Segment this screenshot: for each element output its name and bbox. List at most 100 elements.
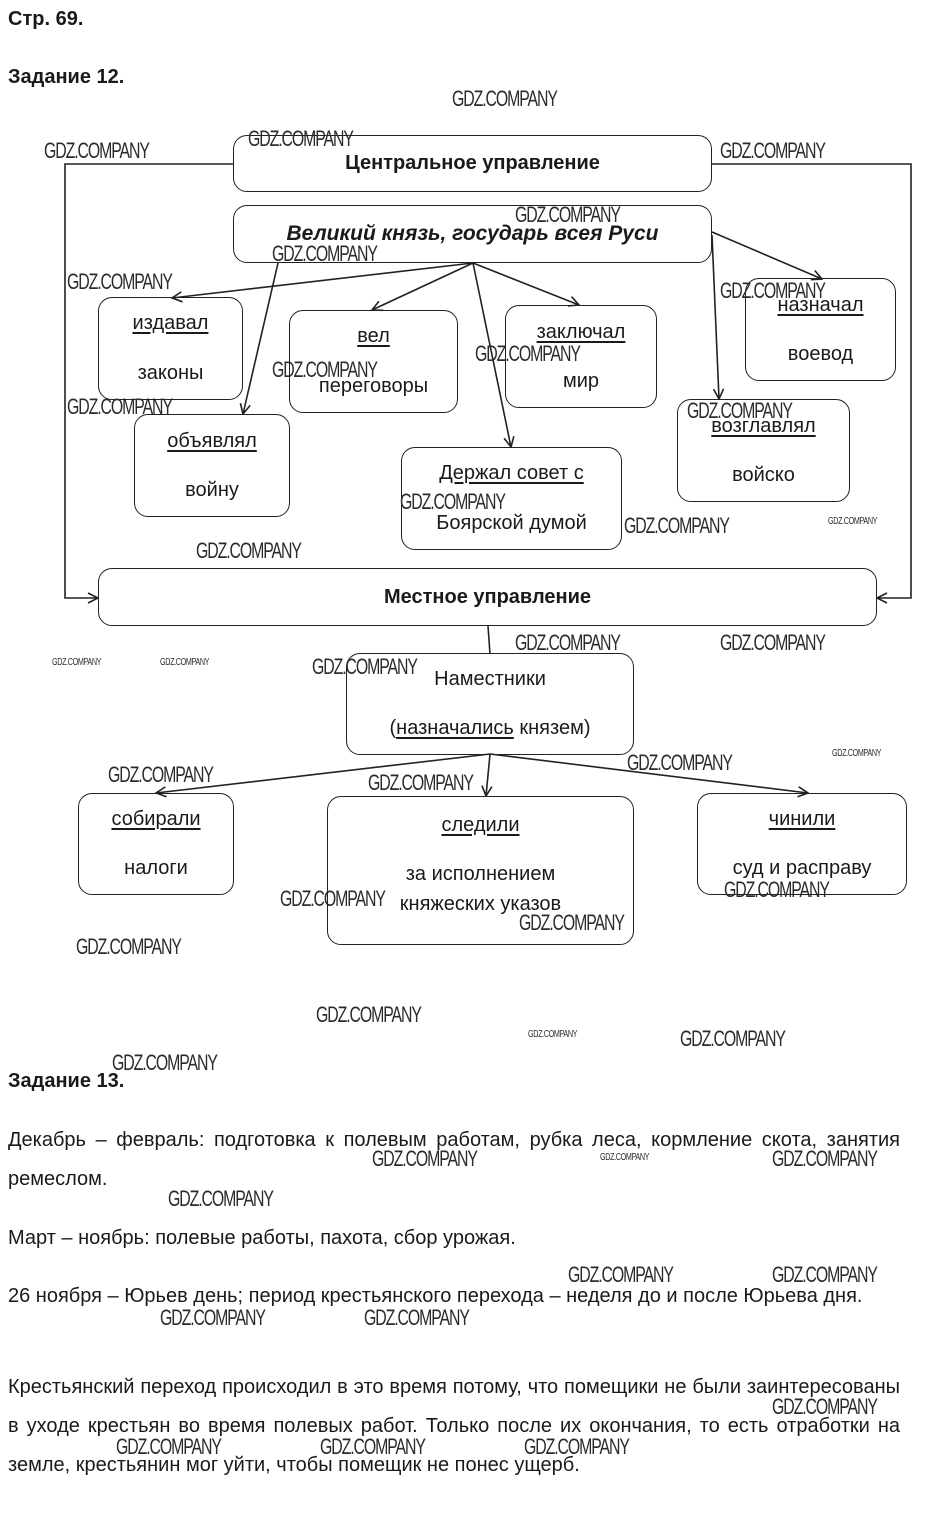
- function-verb: назначал: [777, 294, 864, 316]
- governors-box: Наместники (назначались князем): [346, 653, 634, 755]
- watermark: GDZ.COMPANY: [515, 202, 621, 227]
- watermark: GDZ.COMPANY: [272, 357, 378, 382]
- function-object: суд и расправу: [732, 857, 872, 879]
- watermark: GDZ.COMPANY: [312, 654, 418, 679]
- governor-function-decrees: следили за исполнением княжеских указов: [327, 796, 634, 945]
- watermark: GDZ.COMPANY: [116, 1434, 222, 1459]
- function-object: мир: [562, 370, 600, 392]
- watermark: GDZ.COMPANY: [160, 1305, 266, 1330]
- arrow-to-voznglavlyal: [711, 234, 719, 399]
- governor-function-court: чинили суд и расправу: [697, 793, 907, 895]
- local-management-label: Местное управление: [383, 585, 592, 608]
- watermark: GDZ.COMPANY: [828, 516, 878, 527]
- watermark: GDZ.COMPANY: [720, 138, 826, 163]
- note-paren: (: [389, 717, 397, 739]
- note-verb: назначались: [396, 717, 514, 739]
- watermark: GDZ.COMPANY: [528, 1029, 578, 1040]
- arrow-to-izdaval: [172, 262, 474, 298]
- function-object: законы: [137, 362, 204, 384]
- function-object: переговоры: [318, 375, 429, 397]
- watermark: GDZ.COMPANY: [687, 398, 793, 423]
- page-number: Стр. 69.: [8, 8, 84, 30]
- grand-prince-label: Великий князь, государь всея Руси: [286, 222, 659, 245]
- watermark: GDZ.COMPANY: [624, 513, 730, 538]
- function-box-laws: издавал законы: [98, 297, 243, 400]
- arrow-to-sobirali: [156, 753, 491, 793]
- watermark: GDZ.COMPANY: [524, 1434, 630, 1459]
- task-12-heading: Задание 12.: [8, 66, 125, 88]
- arrow-to-vel: [372, 262, 474, 310]
- watermark: GDZ.COMPANY: [108, 762, 214, 787]
- watermark: GDZ.COMPANY: [168, 1186, 274, 1211]
- watermark: GDZ.COMPANY: [160, 657, 210, 668]
- watermark: GDZ.COMPANY: [248, 126, 354, 151]
- watermark: GDZ.COMPANY: [772, 1394, 878, 1419]
- function-object: войну: [185, 479, 239, 501]
- function-box-army: возглавлял войско: [677, 399, 850, 502]
- watermark: GDZ.COMPANY: [627, 750, 733, 775]
- watermark: GDZ.COMPANY: [519, 910, 625, 935]
- arrow-to-zaklyuchal: [472, 262, 579, 305]
- function-object-2: княжеских указов: [399, 893, 562, 915]
- function-verb: чинили: [768, 808, 836, 830]
- function-object: воевод: [787, 343, 854, 365]
- arrow-to-obyavlyal: [243, 262, 279, 414]
- watermark: GDZ.COMPANY: [772, 1146, 878, 1171]
- watermark: GDZ.COMPANY: [372, 1146, 478, 1171]
- watermark: GDZ.COMPANY: [400, 489, 506, 514]
- governor-function-taxes: собирали налоги: [78, 793, 234, 895]
- function-box-peace: заключал мир: [505, 305, 657, 408]
- function-verb: Держал совет с: [439, 462, 584, 484]
- watermark: GDZ.COMPANY: [724, 877, 830, 902]
- paragraph-spring-autumn: Март – ноябрь: полевые работы, пахота, с…: [8, 1227, 516, 1249]
- function-box-war: объявлял войну: [134, 414, 290, 517]
- watermark: GDZ.COMPANY: [772, 1262, 878, 1287]
- local-management-box: Местное управление: [98, 568, 877, 626]
- watermark: GDZ.COMPANY: [272, 241, 378, 266]
- function-verb: возглавлял: [711, 415, 816, 437]
- arrow-to-derzhal: [472, 262, 511, 447]
- watermark: GDZ.COMPANY: [475, 341, 581, 366]
- watermark: GDZ.COMPANY: [368, 770, 474, 795]
- function-verb: следили: [441, 814, 520, 836]
- function-verb: собирали: [111, 808, 201, 830]
- note-rest: князем): [513, 717, 591, 739]
- watermark: GDZ.COMPANY: [316, 1002, 422, 1027]
- right-frame-connector: [712, 163, 912, 598]
- function-verb: издавал: [132, 312, 209, 334]
- function-object: за исполнением: [405, 863, 556, 885]
- function-box-council: Держал совет с Боярской думой: [401, 447, 622, 550]
- watermark: GDZ.COMPANY: [196, 538, 302, 563]
- watermark: GDZ.COMPANY: [76, 934, 182, 959]
- watermark: GDZ.COMPANY: [832, 748, 882, 759]
- governors-title: Наместники: [434, 668, 546, 690]
- central-management-box: Центральное управление: [233, 135, 712, 192]
- function-object: Боярской думой: [436, 512, 587, 534]
- local-to-governors: [487, 625, 491, 655]
- grand-prince-box: Великий князь, государь всея Руси: [233, 205, 712, 263]
- watermark: GDZ.COMPANY: [364, 1305, 470, 1330]
- watermark: GDZ.COMPANY: [452, 86, 558, 111]
- function-verb: заключал: [536, 321, 626, 343]
- watermark: GDZ.COMPANY: [600, 1152, 650, 1163]
- central-management-label: Центральное управление: [345, 152, 600, 174]
- paragraph-winter: Декабрь – февраль: подготовка к полевым …: [8, 1129, 900, 1190]
- governors-note: (назначались князем): [347, 717, 633, 740]
- paragraph-explanation: Крестьянский переход происходил в это вр…: [8, 1376, 900, 1476]
- watermark: GDZ.COMPANY: [720, 278, 826, 303]
- watermark: GDZ.COMPANY: [320, 1434, 426, 1459]
- watermark: GDZ.COMPANY: [515, 630, 621, 655]
- arrow-to-sledili: [486, 753, 490, 796]
- function-object: войско: [732, 464, 795, 486]
- watermark: GDZ.COMPANY: [44, 138, 150, 163]
- watermark: GDZ.COMPANY: [280, 886, 386, 911]
- function-box-voivodes: назначал воевод: [745, 278, 896, 381]
- function-verb: объявлял: [167, 430, 257, 452]
- function-object: налоги: [124, 857, 188, 879]
- watermark: GDZ.COMPANY: [67, 269, 173, 294]
- watermark: GDZ.COMPANY: [67, 394, 173, 419]
- watermark: GDZ.COMPANY: [720, 630, 826, 655]
- watermark: GDZ.COMPANY: [568, 1262, 674, 1287]
- arrow-to-chinili: [489, 753, 808, 793]
